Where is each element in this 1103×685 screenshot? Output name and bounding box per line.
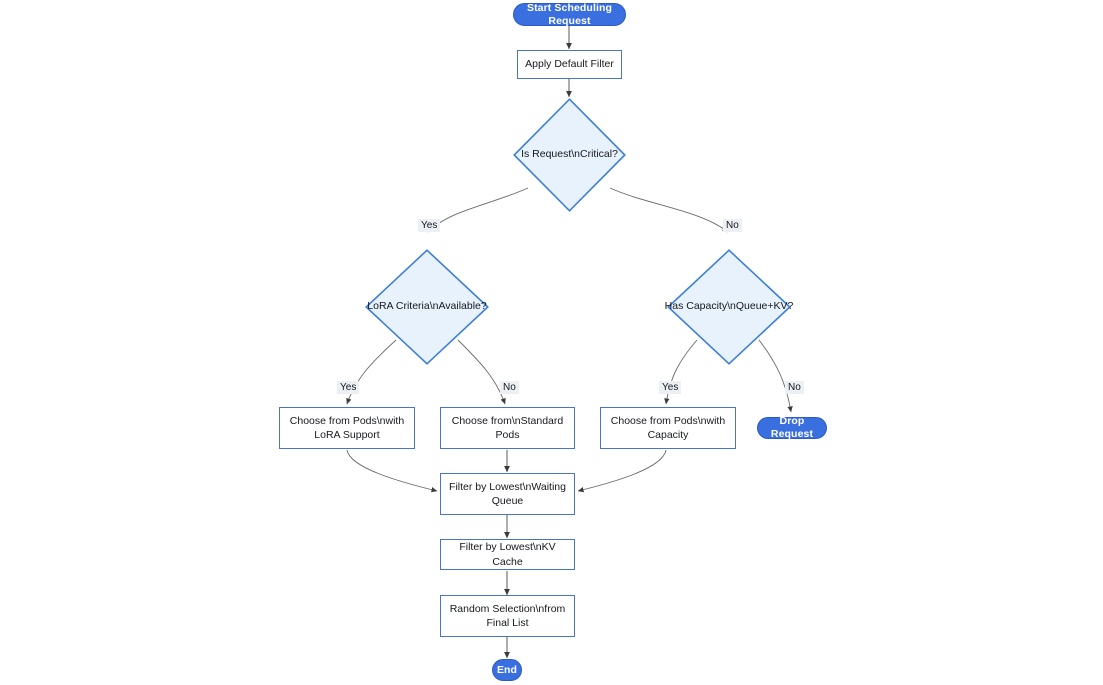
node-filter-lowest-kv-cache[interactable]: Filter by Lowest\nKV Cache	[440, 539, 575, 570]
edge-label-critical-yes: Yes	[418, 219, 441, 232]
node-choose-pods-capacity-label: Choose from Pods\nwith Capacity	[610, 414, 726, 441]
edge-label-text: No	[503, 382, 516, 393]
node-start-label: Start Scheduling Request	[526, 1, 613, 27]
node-filter-lowest-kv-cache-label: Filter by Lowest\nKV Cache	[459, 541, 556, 568]
node-lora-criteria-available[interactable]: LoRA Criteria\nAvailable?	[365, 249, 489, 365]
edge-label-text: Yes	[662, 382, 679, 393]
diamond-shape	[513, 98, 626, 212]
edge-label-text: Yes	[421, 220, 438, 231]
node-end[interactable]: End	[492, 659, 522, 681]
edge-is-critical-no-to-capacity	[609, 187, 729, 233]
edge-label-capacity-no: No	[785, 381, 804, 394]
node-choose-pods-capacity[interactable]: Choose from Pods\nwith Capacity	[600, 407, 736, 449]
edge-label-critical-no: No	[723, 219, 742, 232]
node-choose-pods-lora-support-label: Choose from Pods\nwith LoRA Support	[289, 414, 405, 441]
node-apply-default-filter[interactable]: Apply Default Filter	[517, 50, 622, 79]
edge-label-capacity-yes: Yes	[659, 381, 682, 394]
node-filter-lowest-waiting-queue-label: Filter by Lowest\nWaiting Queue	[449, 480, 566, 507]
edge-label-text: Yes	[340, 382, 357, 393]
node-random-selection-final-list[interactable]: Random Selection\nfrom Final List	[440, 595, 575, 637]
edge-label-text: No	[726, 220, 739, 231]
node-drop-request-label: Drop Request	[770, 415, 814, 440]
node-is-request-critical[interactable]: Is Request\nCritical?	[513, 98, 626, 212]
node-lora-criteria-available-label: LoRA Criteria\nAvailable?	[367, 300, 487, 313]
node-choose-standard-pods-label: Choose from\nStandard Pods	[451, 414, 564, 441]
node-apply-default-filter-label: Apply Default Filter	[525, 58, 614, 71]
node-has-capacity[interactable]: Has Capacity\nQueue+KV?	[664, 249, 794, 365]
node-end-label: End	[496, 663, 518, 676]
diamond-shape	[365, 249, 489, 365]
node-random-selection-final-list-label: Random Selection\nfrom Final List	[449, 602, 566, 629]
node-choose-pods-lora-support[interactable]: Choose from Pods\nwith LoRA Support	[279, 407, 415, 449]
node-drop-request[interactable]: Drop Request	[757, 415, 827, 440]
node-filter-lowest-waiting-queue[interactable]: Filter by Lowest\nWaiting Queue	[440, 473, 575, 515]
node-has-capacity-label: Has Capacity\nQueue+KV?	[664, 300, 794, 313]
node-is-request-critical-label: Is Request\nCritical?	[521, 148, 618, 161]
edge-label-text: No	[788, 382, 801, 393]
edge-label-lora-yes: Yes	[337, 381, 360, 394]
node-choose-standard-pods[interactable]: Choose from\nStandard Pods	[440, 407, 575, 449]
diamond-shape	[667, 249, 791, 365]
edge-choose-lora-to-filter-queue	[346, 449, 438, 493]
edge-label-lora-no: No	[500, 381, 519, 394]
node-start[interactable]: Start Scheduling Request	[513, 1, 626, 27]
edge-choose-capacity-to-filter-queue	[577, 449, 667, 493]
